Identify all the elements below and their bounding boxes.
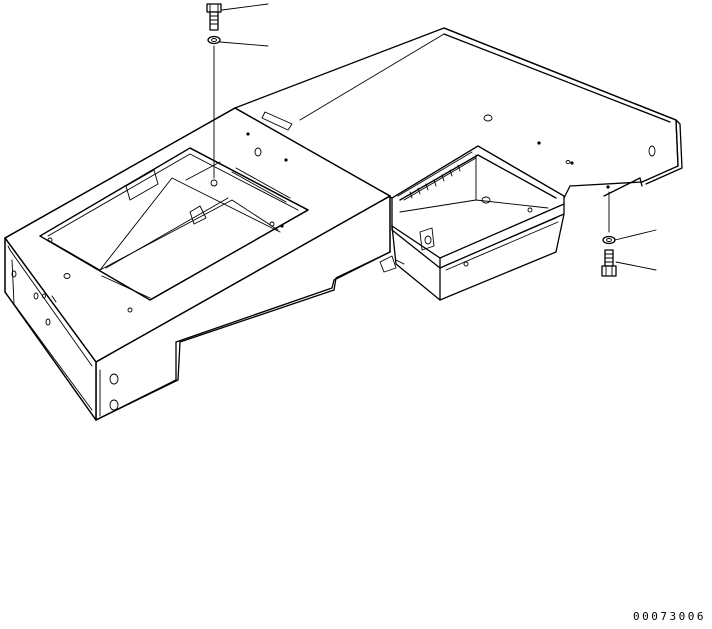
top-bolt	[206, 3, 269, 31]
top-opening	[39, 147, 309, 301]
tray-drawer	[379, 145, 565, 301]
right-washer	[602, 229, 657, 245]
right-bolt	[601, 249, 657, 277]
top-washer	[207, 35, 269, 47]
figure-number: 00073006	[633, 610, 706, 623]
